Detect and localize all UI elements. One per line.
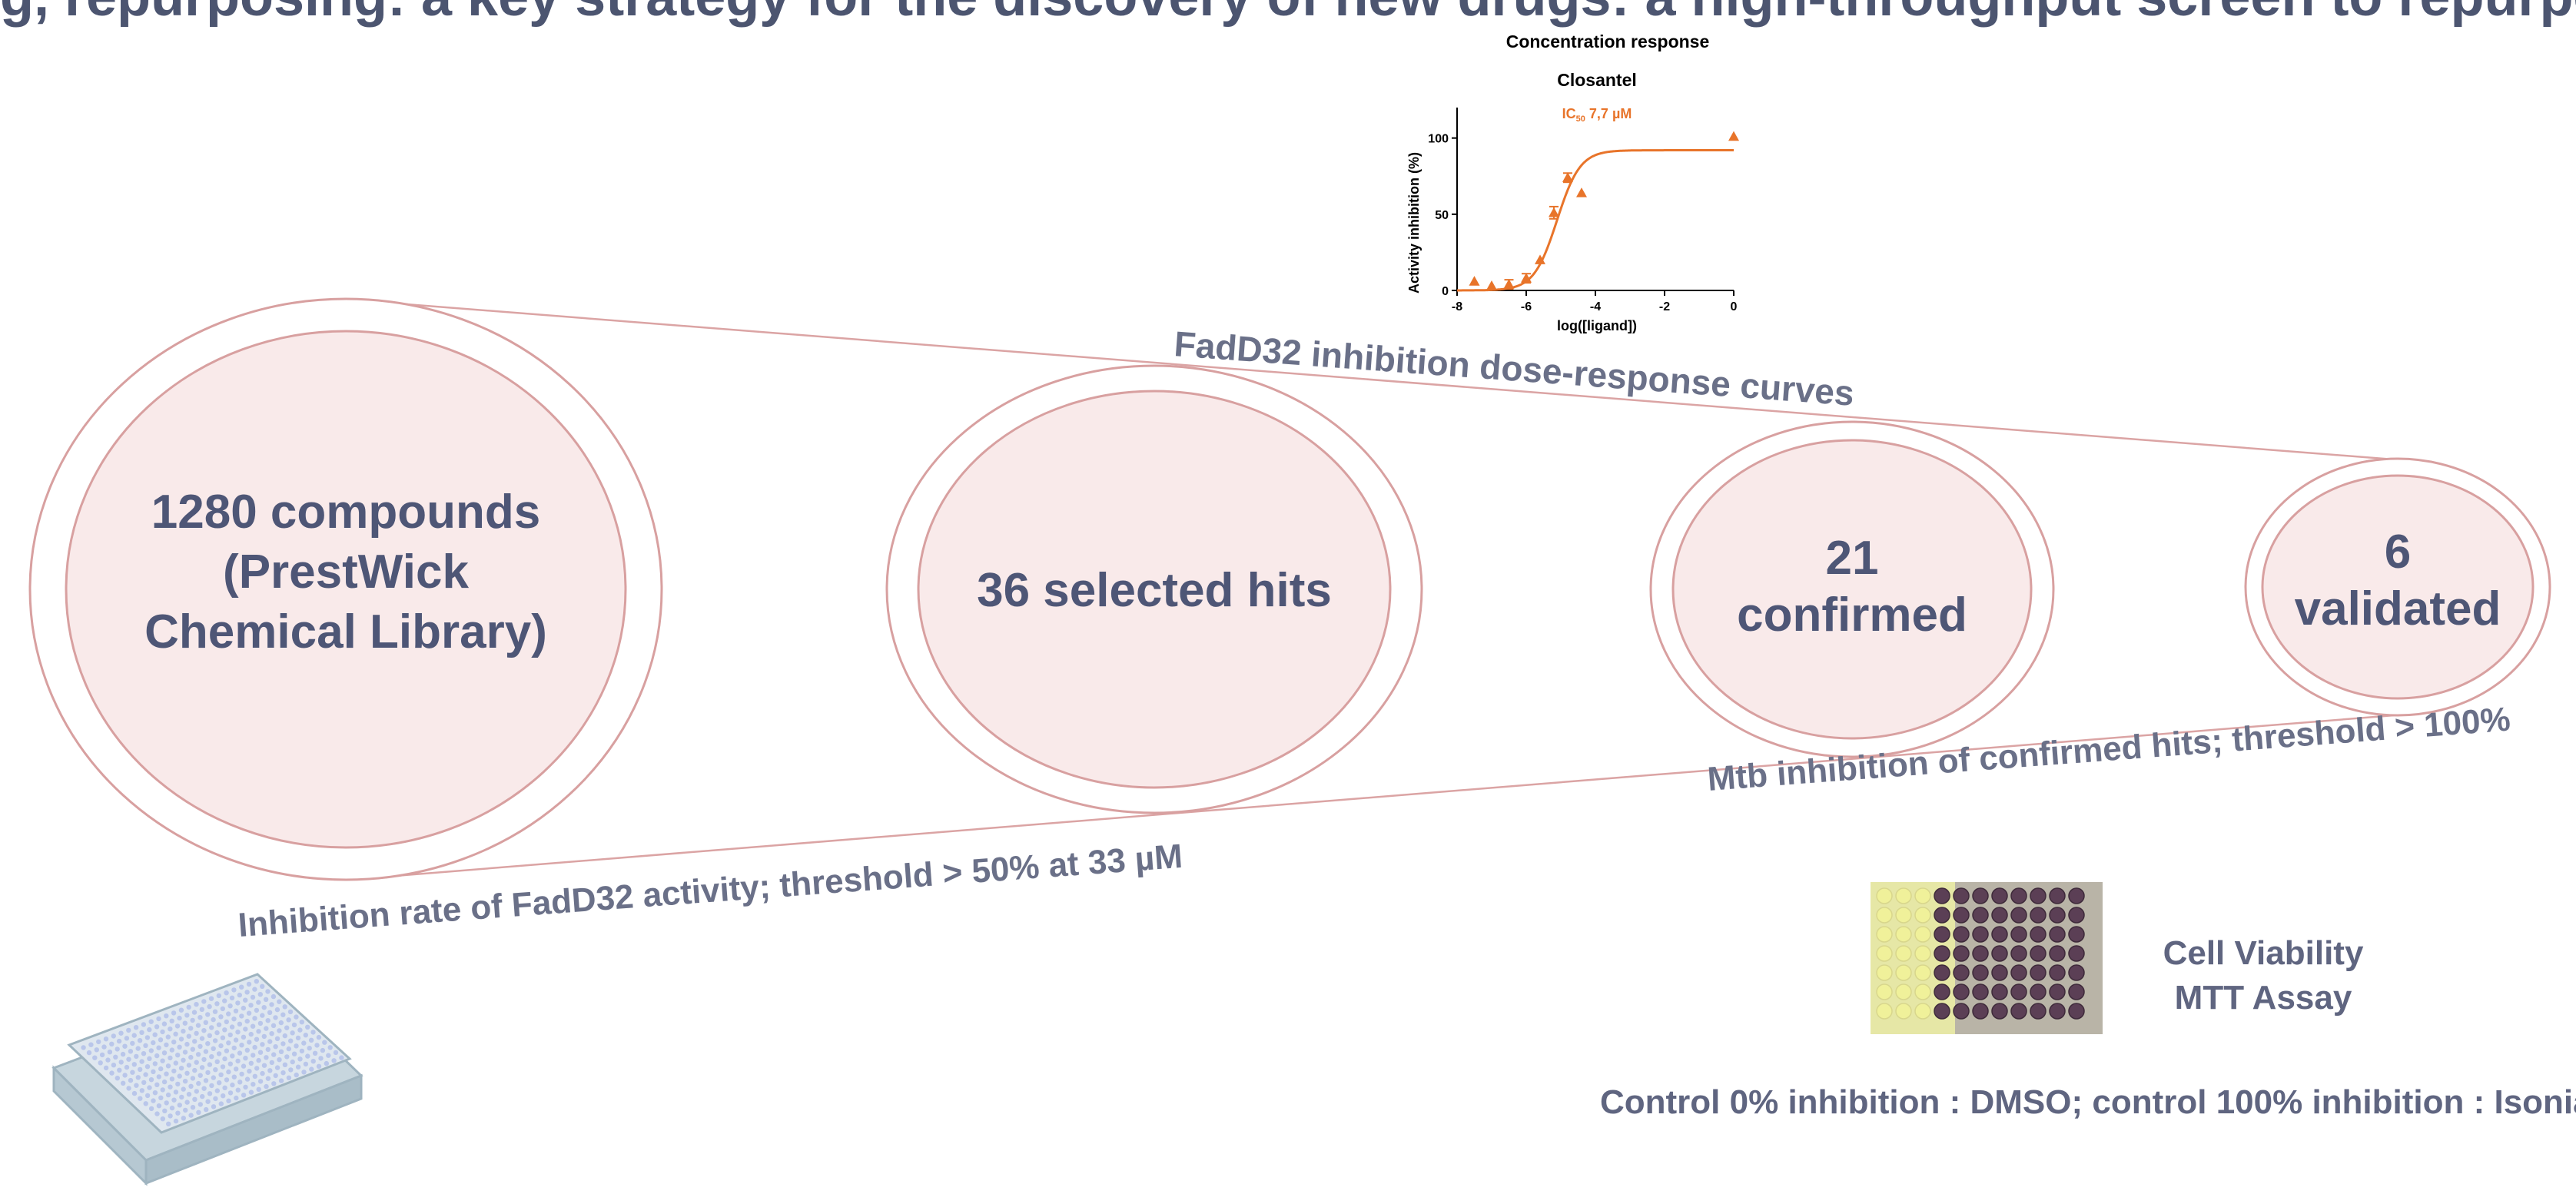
stage-1280-inner-circle: [65, 330, 627, 849]
stage-6-text: 6 validated: [2244, 524, 2551, 638]
mtt-plate-photo: [1871, 882, 2103, 1034]
chart-x-tick-label: -8: [1452, 300, 1462, 313]
stage-6-line-1: 6: [2384, 526, 2412, 579]
controls-note: Control 0% inhibition : DMSO; control 10…: [1600, 1083, 2576, 1121]
chart-axes: 0 50 100 -8 -6 -4 -2 0: [1428, 108, 1738, 313]
chart-y-axis-label: Activity inhibition (%): [1406, 152, 1422, 294]
ic50-prefix: IC: [1562, 106, 1576, 121]
concentration-response-chart: Concentration response Closantel IC50 7,…: [1406, 32, 1739, 333]
chart-y-tick-label: 0: [1442, 285, 1449, 298]
ic50-subscript: 50: [1576, 114, 1585, 124]
stage-36-line-1: 36 selected hits: [977, 564, 1332, 617]
chart-ic50-annotation: IC50 7,7 µM: [1562, 106, 1632, 124]
chart-point: [1469, 276, 1480, 286]
stage-21-inner-circle: [1671, 439, 2033, 740]
stage-6-line-2: validated: [2294, 582, 2501, 635]
chart-x-tick-label: 0: [1731, 300, 1738, 313]
chart-point: [1535, 254, 1545, 264]
chart-point: [1486, 280, 1497, 290]
stage-21-text: 21 confirmed: [1675, 530, 2029, 644]
chart-point: [1503, 279, 1515, 290]
chart-x-tick-label: -4: [1590, 300, 1601, 313]
stage-1280-line-1: 1280 compounds: [151, 486, 541, 539]
stage-1280-line-2: (PrestWick: [223, 546, 469, 599]
cell-viability-line-1: Cell Viability: [2163, 934, 2364, 972]
chart-y-tick-label: 100: [1428, 133, 1449, 146]
chart-fit-curve-group: [1457, 149, 1734, 292]
chart-point: [1576, 187, 1587, 197]
stage-36-text: 36 selected hits: [924, 564, 1385, 618]
chart-points-group: [1469, 131, 1739, 290]
ic50-value: 7,7 µM: [1585, 106, 1632, 121]
chart-point: [1728, 131, 1739, 141]
cell-viability-line-2: MTT Assay: [2174, 979, 2352, 1017]
stage-21-line-2: confirmed: [1737, 589, 1967, 642]
funnel-top-line: [347, 298, 2405, 462]
stage-36-inner-circle: [917, 390, 1392, 789]
chart-x-tick-label: -6: [1521, 300, 1532, 313]
stage-21-line-1: 21: [1825, 532, 1879, 585]
chart-y-tick-label: 50: [1435, 209, 1449, 222]
chart-x-axis-label: log([ligand]): [1557, 318, 1637, 333]
chart-fit-curve: [1457, 149, 1734, 292]
chart-point: [1562, 172, 1573, 184]
chart-subtitle: Closantel: [1557, 70, 1637, 90]
funnel-bottom-line: [347, 713, 2405, 881]
stage-6-inner-circle: [2261, 474, 2535, 700]
stage-1280-text: 1280 compounds (PrestWick Chemical Libra…: [100, 483, 592, 662]
chart-point: [1521, 273, 1532, 284]
microplate-illustration: [51, 973, 363, 1186]
chart-title: Concentration response: [1506, 32, 1710, 51]
chart-x-tick-label: -2: [1659, 300, 1670, 313]
stage-1280-line-3: Chemical Library): [144, 605, 547, 658]
chart-point: [1549, 205, 1559, 220]
page-title-fragment: g, repurposing: a key strategy for the d…: [0, 0, 2576, 28]
cell-viability-label: Cell Viability MTT Assay: [2121, 931, 2405, 1020]
